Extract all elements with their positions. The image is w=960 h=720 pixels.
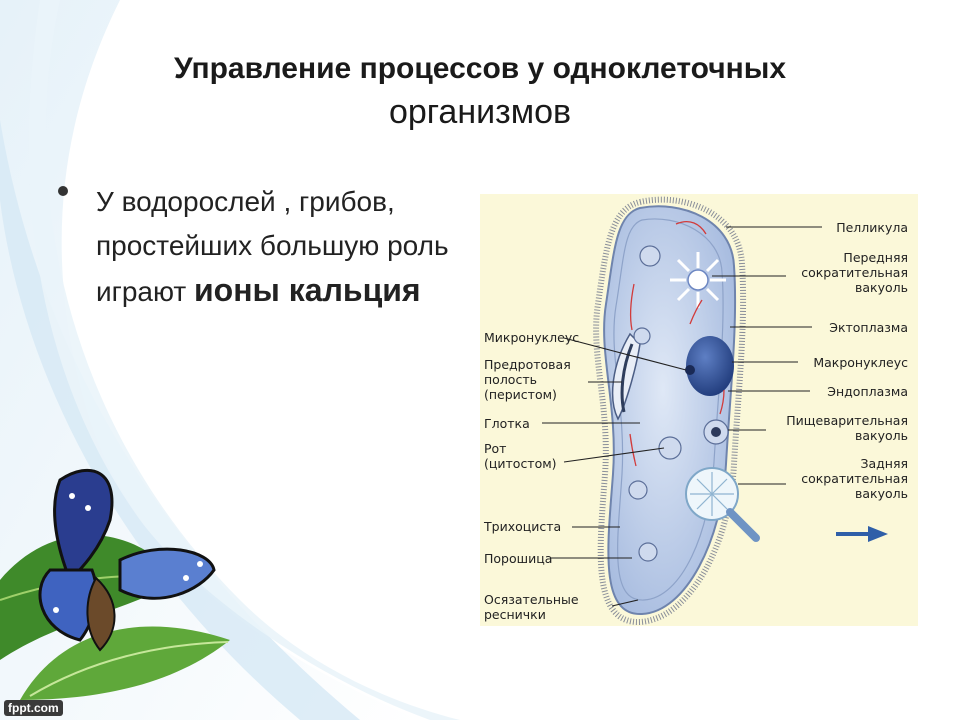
bullet-dot xyxy=(58,186,68,196)
label-rear-vacuole: Задняя сократительная вакуоль xyxy=(801,456,908,501)
label-macronucleus: Макронуклеус xyxy=(813,355,908,370)
endoplasm-border xyxy=(613,218,724,601)
digestive-vacuole-core xyxy=(711,427,721,437)
wing-spots xyxy=(53,493,203,613)
macronucleus xyxy=(686,336,734,396)
rear-contractile-vacuole xyxy=(685,467,760,542)
peristome xyxy=(611,332,641,421)
label-trichocyst: Трихоциста xyxy=(484,519,562,534)
leader-lines xyxy=(542,226,822,607)
label-peristome: Предротовая полость (перистом) xyxy=(484,357,571,402)
micronucleus xyxy=(685,365,695,375)
label-pharynx: Глотка xyxy=(484,416,530,431)
label-front-vacuole: Передняя сократительная вакуоль xyxy=(801,250,908,295)
label-pellicle: Пелликула xyxy=(836,220,908,235)
bullet-text-emphasis: ионы кальция xyxy=(194,272,421,308)
cytoplasm-flow-arrows xyxy=(629,220,725,467)
bullet-text-regular: У водорослей , грибов, простейших большу… xyxy=(96,186,449,307)
title-line-1: Управление процессов у одноклеточных xyxy=(173,52,787,85)
butterfly-leaf-decoration xyxy=(0,469,230,700)
slide-title: Управление процессов у одноклеточных орг… xyxy=(40,50,920,136)
label-micronucleus: Микронуклеус xyxy=(484,330,580,345)
watermark: fppt.com xyxy=(4,700,63,716)
label-ectoplasm: Эктоплазма xyxy=(829,320,908,335)
direction-arrow-head xyxy=(868,526,888,542)
paramecium-drawing xyxy=(542,196,888,626)
label-endoplasm: Эндоплазма xyxy=(827,384,908,399)
label-anal-pore: Порошица xyxy=(484,551,553,566)
label-cilia: Осязательные реснички xyxy=(484,592,579,622)
bullet-text: У водорослей , грибов, простейших большу… xyxy=(96,180,466,314)
label-mouth: Рот (цитостом) xyxy=(484,441,557,471)
pharynx-line xyxy=(620,343,634,413)
label-digestive-vacuole: Пищеварительная вакуоль xyxy=(786,413,908,443)
front-contractile-vacuole xyxy=(670,252,726,308)
paramecium-figure: Пелликула Передняя сократительная вакуол… xyxy=(480,194,918,626)
food-vacuoles xyxy=(628,245,729,562)
title-line-2: организмов xyxy=(388,93,572,131)
